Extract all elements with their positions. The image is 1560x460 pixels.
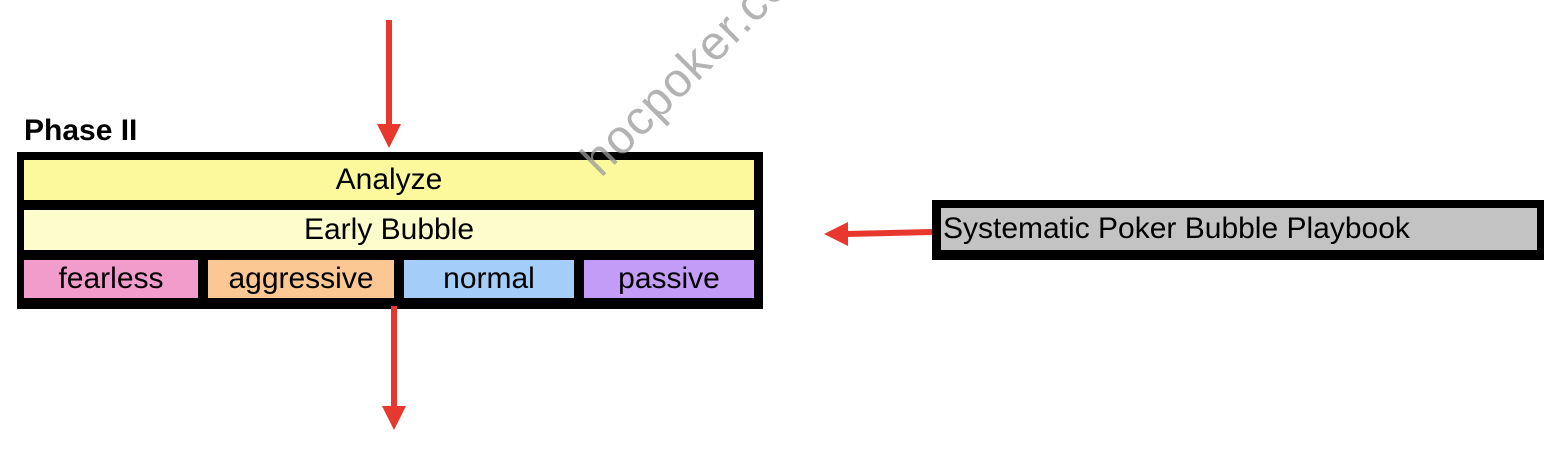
arrow-from-playbook-shaft xyxy=(845,229,933,237)
arrow-out-bottom-head xyxy=(382,406,406,430)
arrow-from-playbook xyxy=(824,222,933,246)
phase-title: Phase II xyxy=(24,114,138,147)
phase-box: Analyze Early Bubble fearless aggressive… xyxy=(17,152,763,309)
arrow-from-playbook-head xyxy=(824,222,848,246)
playbook-label: Systematic Poker Bubble Playbook xyxy=(941,208,1537,250)
style-passive: passive xyxy=(584,260,754,298)
arrow-in-top-head xyxy=(377,124,401,148)
playbook-box: Systematic Poker Bubble Playbook xyxy=(932,200,1544,260)
arrow-in-top xyxy=(377,20,401,148)
early-bubble-row: Early Bubble xyxy=(24,210,754,250)
style-normal: normal xyxy=(404,260,574,298)
analyze-row: Analyze xyxy=(24,160,754,200)
arrow-out-bottom xyxy=(382,306,406,430)
style-fearless: fearless xyxy=(24,260,198,298)
style-aggressive: aggressive xyxy=(208,260,394,298)
